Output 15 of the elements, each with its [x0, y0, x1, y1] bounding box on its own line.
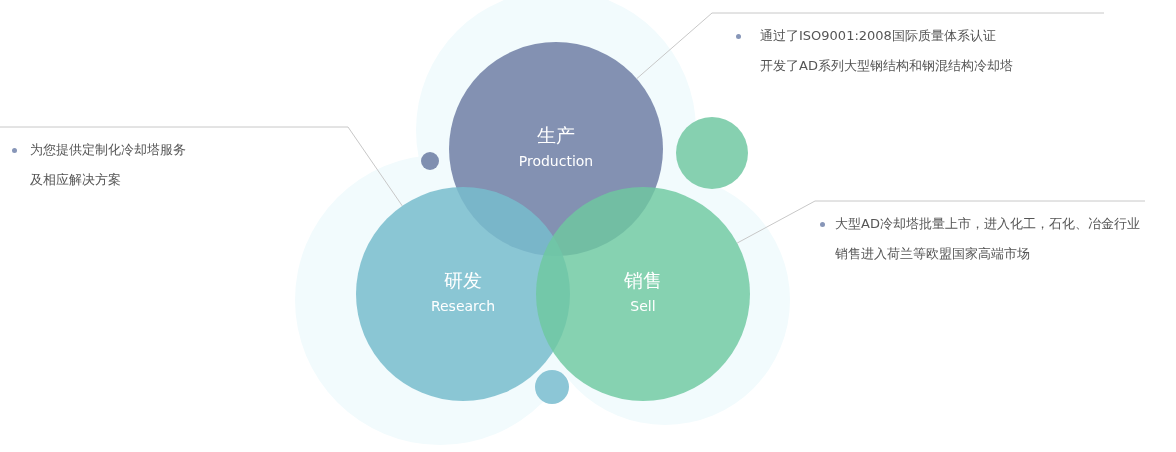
description-text: 销售进入荷兰等欧盟国家高端市场 [835, 246, 1030, 261]
circle-subtitle: Sell [629, 298, 657, 314]
description-text: 通过了ISO9001:2008国际质量体系认证 [760, 28, 996, 43]
leader-line [736, 200, 816, 244]
leader-line [636, 12, 713, 80]
circle-title: 研发 [443, 268, 483, 293]
description-text: 及相应解决方案 [30, 172, 121, 187]
circle-subtitle: Production [517, 153, 595, 169]
circle-title: 销售 [623, 268, 663, 293]
circle-subtitle: Research [429, 298, 497, 314]
circle-title: 生产 [536, 123, 576, 148]
description-text: 开发了AD系列大型钢结构和钢混结构冷却塔 [760, 58, 1013, 73]
description-text: 大型AD冷却塔批量上市，进入化工，石化、冶金行业 [835, 216, 1140, 231]
leader-line [0, 126, 403, 207]
description-text: 为您提供定制化冷却塔服务 [30, 142, 186, 157]
